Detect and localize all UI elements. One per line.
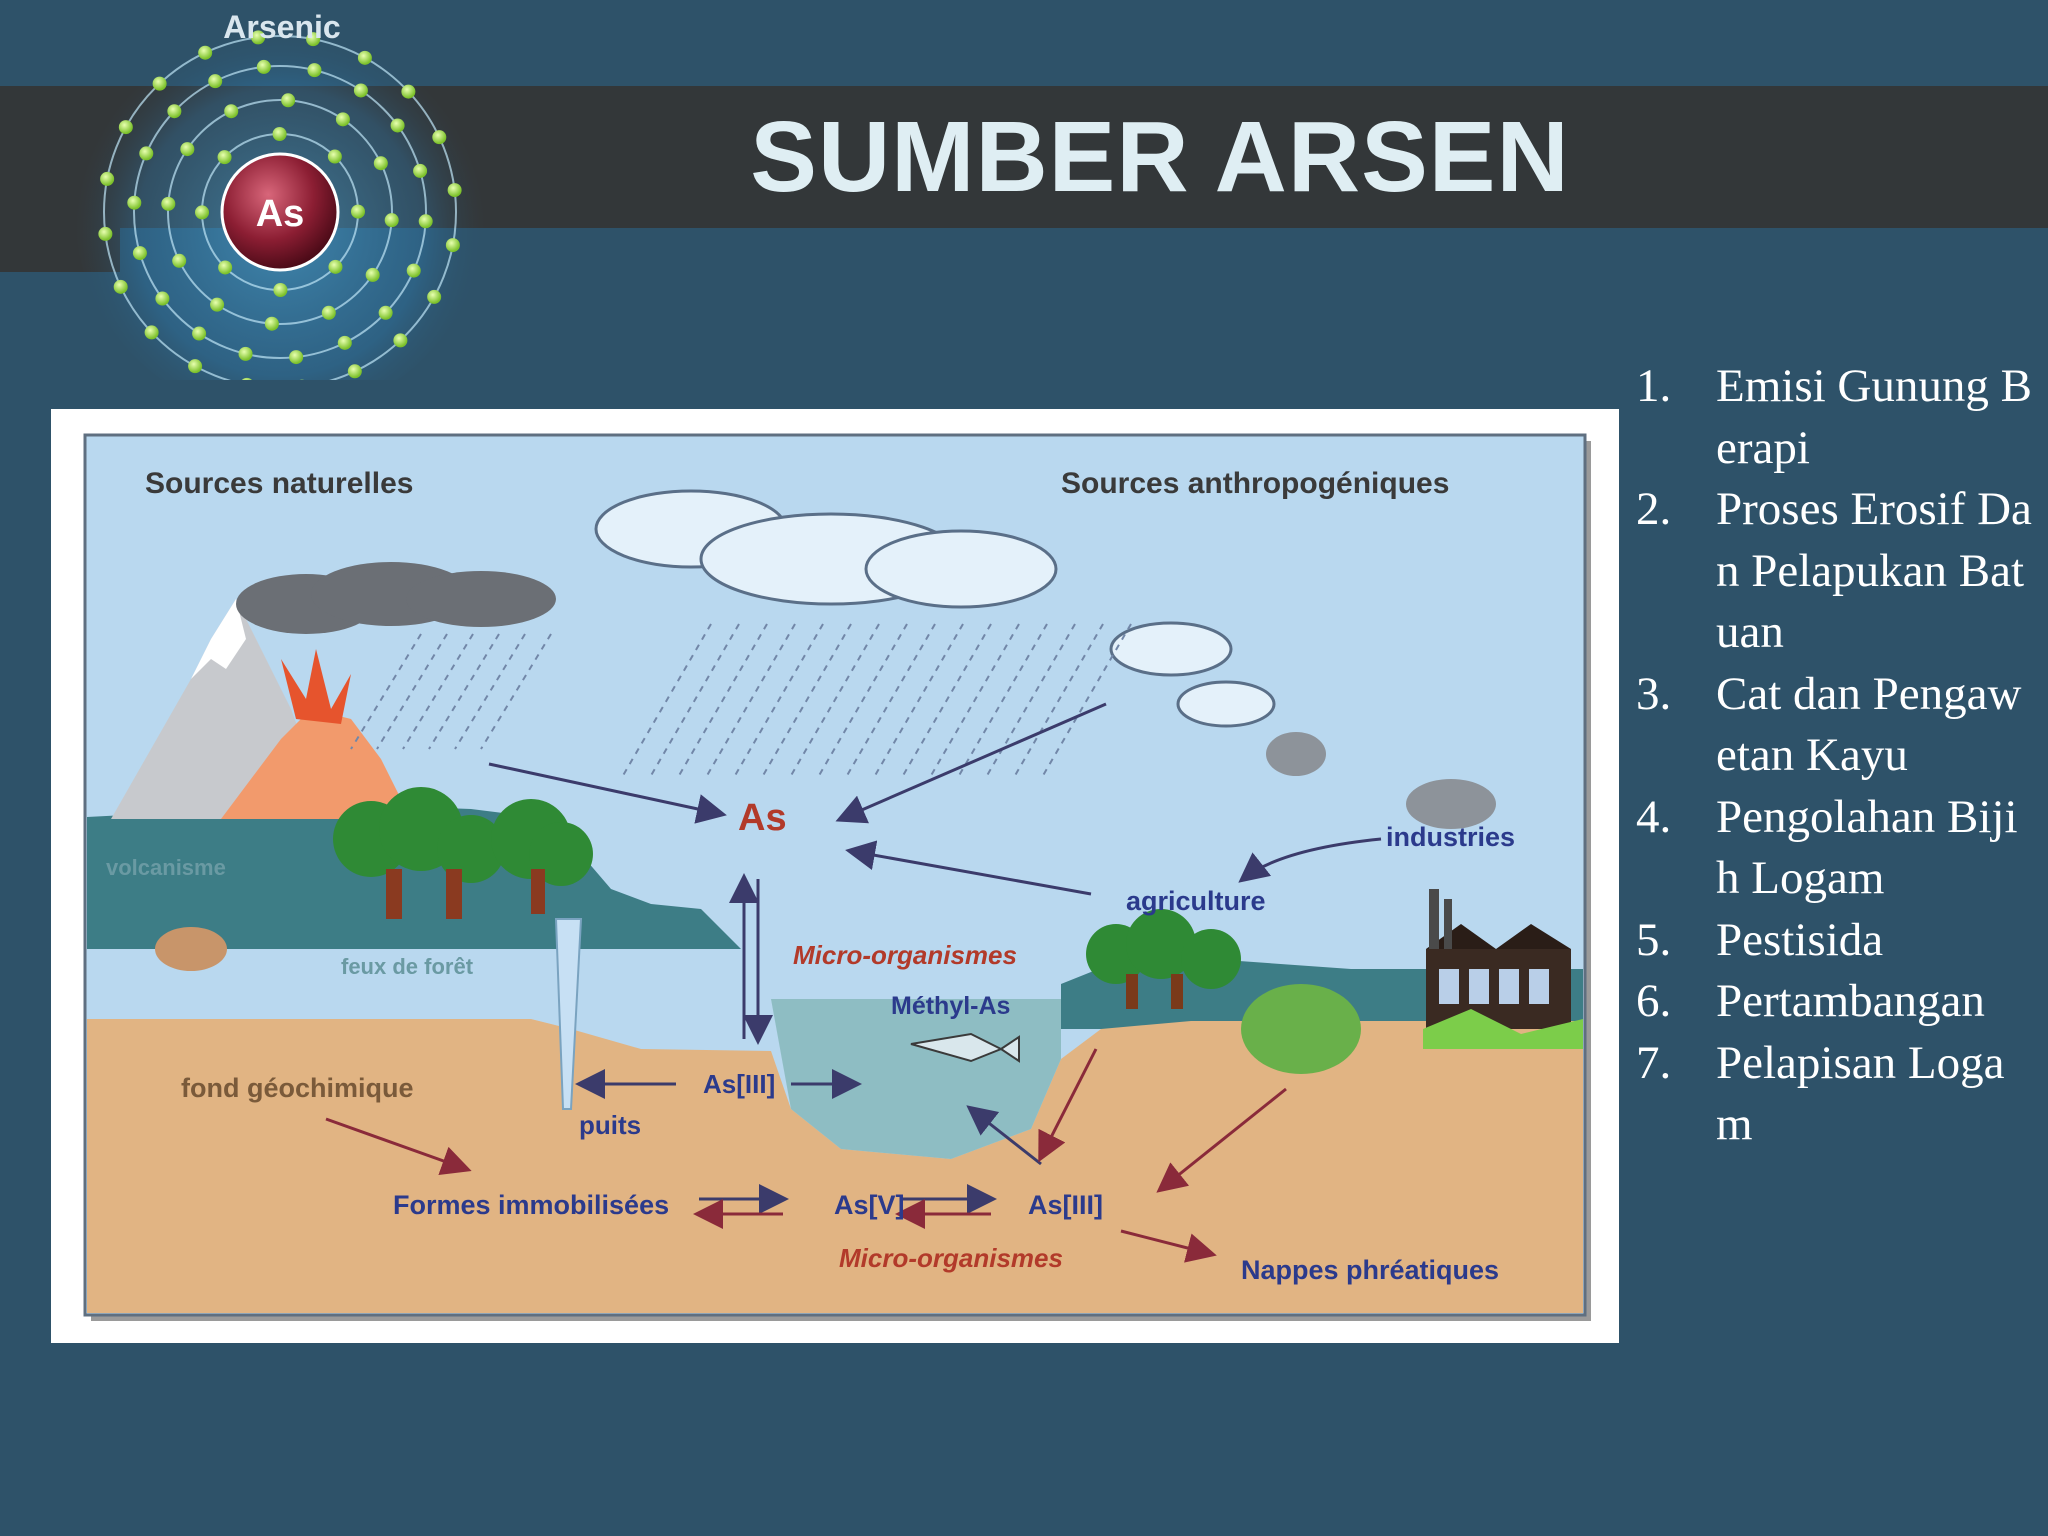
source-list-number: 2. <box>1636 483 1672 535</box>
source-list-number: 5. <box>1636 913 1672 966</box>
arsenic-cycle-diagram-frame: Sources naturelles Sources anthropogéniq… <box>51 409 1619 1343</box>
label-as-iii-left: As[III] <box>703 1069 775 1099</box>
source-list-text: Proses Erosif Dan Pelapukan Batuan <box>1716 483 2032 658</box>
label-micro-organismes-top: Micro-organismes <box>793 940 1017 970</box>
source-list-number: 4. <box>1636 790 1672 843</box>
source-list-number: 7. <box>1636 1036 1672 1089</box>
arsenic-cycle-diagram: Sources naturelles Sources anthropogéniq… <box>83 433 1591 1321</box>
label-nappes-phreatiques: Nappes phréatiques <box>1241 1255 1499 1285</box>
label-feux-de-foret: feux de forêt <box>341 954 474 979</box>
label-methyl-as: Méthyl-As <box>891 992 1010 1020</box>
source-list-item: 7. Pelapisan Logam <box>1636 1033 2036 1156</box>
source-list-item: 5. Pestisida <box>1636 910 2036 972</box>
source-list-text: Pertambangan <box>1716 975 1985 1027</box>
page-title: SUMBER ARSEN <box>750 100 1570 213</box>
label-micro-organismes-bottom: Micro-organismes <box>839 1243 1063 1273</box>
source-list-item: 1. Emisi Gunung Berapi <box>1636 356 2036 479</box>
label-industries: industries <box>1386 822 1515 852</box>
label-natural-sources: Sources naturelles <box>145 467 413 500</box>
source-list-text: Cat dan Pengawetan Kayu <box>1716 667 2022 782</box>
source-list-text: Pengolahan Bijih Logam <box>1716 790 2018 905</box>
label-as-v: As[V] <box>834 1190 905 1220</box>
source-list-text: Pelapisan Logam <box>1716 1036 2005 1151</box>
label-puits: puits <box>579 1110 641 1140</box>
arsenic-source-list: 1. Emisi Gunung Berapi 2. Proses Erosif Dan… <box>1636 356 2036 1156</box>
arsenic-atom-logo: As Arsenic <box>75 7 485 380</box>
label-agriculture: agriculture <box>1126 886 1266 916</box>
label-as-center: As <box>738 797 787 839</box>
source-list-item: 4. Pengolahan Bijih Logam <box>1636 787 2036 910</box>
label-volcanisme: volcanisme <box>106 855 226 880</box>
label-as-iii-right: As[III] <box>1028 1190 1103 1220</box>
label-fond-geochimique: fond géochimique <box>181 1073 414 1103</box>
source-list-text: Pestisida <box>1716 913 1884 966</box>
source-list-number: 3. <box>1636 667 1672 720</box>
source-list-number: 6. <box>1636 975 1672 1027</box>
logo-caption: Arsenic <box>223 9 340 45</box>
label-formes-immobilisees: Formes immobilisées <box>393 1190 669 1220</box>
electron-dots <box>98 30 462 380</box>
source-list-item: 3. Cat dan Pengawetan Kayu <box>1636 664 2036 787</box>
logo-symbol: As <box>256 193 305 235</box>
source-list-item: 6. Pertambangan <box>1636 971 2036 1033</box>
label-anthropogenic-sources: Sources anthropogéniques <box>1061 467 1449 500</box>
source-list-item: 2. Proses Erosif Dan Pelapukan Batuan <box>1636 479 2036 664</box>
source-list-text: Emisi Gunung Berapi <box>1716 360 2032 474</box>
source-list-number: 1. <box>1636 360 1672 412</box>
